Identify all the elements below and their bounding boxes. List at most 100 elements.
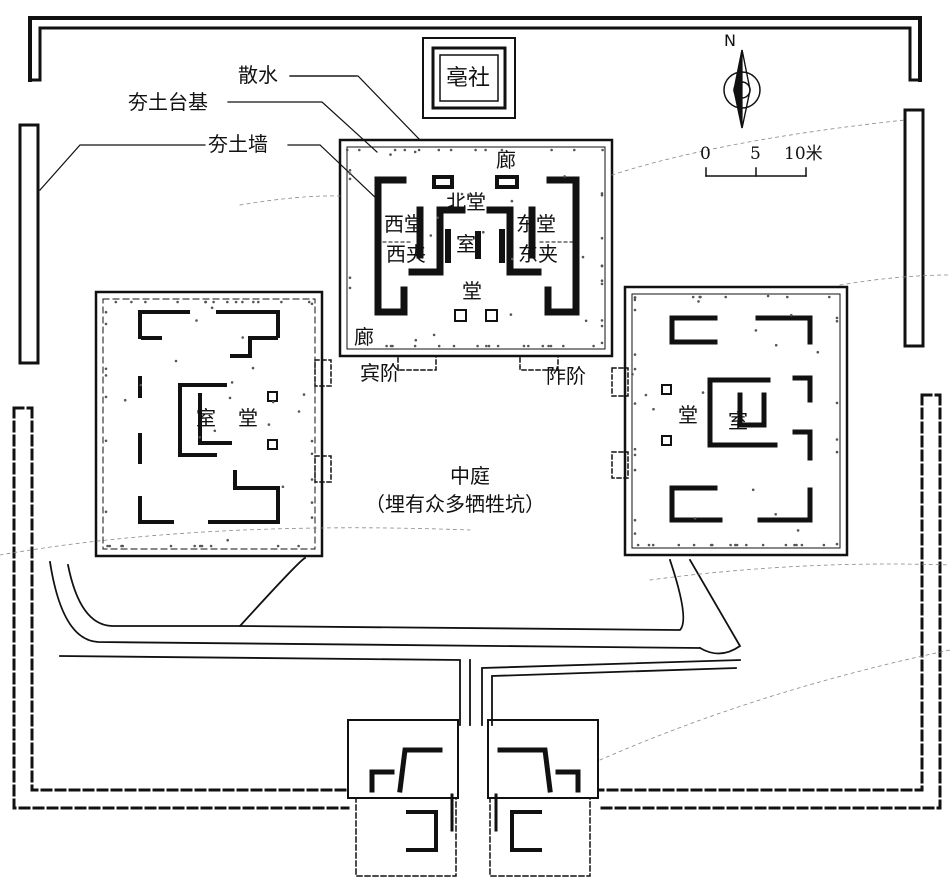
stipple-dot	[584, 319, 588, 323]
east-room-label: 室	[728, 409, 748, 433]
stipple-dot	[835, 319, 839, 323]
stipple-dot	[800, 543, 804, 547]
east-building	[611, 285, 849, 557]
stipple-dot	[600, 324, 604, 328]
north-hall-label: 北堂	[446, 190, 486, 214]
rammed-platform-label: 夯土台基	[128, 90, 208, 114]
stipple-dot	[600, 279, 604, 283]
stipple-dot	[281, 485, 285, 489]
rammed-wall-label: 夯土墙	[208, 132, 268, 156]
stipple-dot	[348, 169, 352, 172]
stipple-dot	[633, 402, 637, 405]
stipple-dot	[413, 344, 417, 348]
stipple-dot	[790, 313, 793, 317]
stipple-dot	[209, 544, 213, 548]
stipple-dot	[241, 336, 244, 339]
north-arrow-icon	[723, 49, 761, 129]
stipple-dot	[793, 543, 796, 547]
stipple-dot	[449, 148, 453, 152]
stipple-dot	[257, 300, 260, 304]
stipple-dot	[482, 230, 485, 234]
stipple-dot	[647, 543, 651, 547]
stipple-dot	[724, 295, 727, 299]
stipple-dot	[600, 193, 604, 197]
stipple-dot	[297, 544, 300, 548]
stipple-dot	[417, 148, 421, 152]
stipple-dot	[429, 234, 433, 237]
stipple-dot	[644, 393, 648, 397]
stipple-dot	[631, 372, 634, 376]
stipple-dot	[130, 300, 133, 304]
stipple-dot	[210, 306, 214, 310]
stipple-dot	[677, 543, 681, 547]
stipple-dot	[121, 544, 124, 548]
stipple-dot	[766, 294, 770, 298]
stipple-dot	[633, 367, 637, 371]
stipple-dot	[393, 148, 397, 152]
stipple-dot	[226, 538, 229, 542]
stipple-texture	[104, 148, 839, 548]
stipple-dot	[633, 453, 637, 457]
stipple-dot	[437, 344, 441, 348]
scale-tick-5: 5	[750, 144, 761, 164]
host-steps-label: 阼阶	[546, 364, 586, 388]
stipple-dot	[527, 344, 530, 348]
stipple-dot	[563, 175, 566, 178]
stipple-dot	[385, 344, 388, 348]
stipple-dot	[345, 148, 349, 152]
stipple-dot	[701, 391, 705, 394]
west-room-label: 室	[196, 406, 216, 430]
stipple-dot	[633, 296, 637, 300]
stipple-dot	[226, 300, 229, 304]
stipple-dot	[212, 300, 215, 304]
stipple-dot	[104, 310, 108, 314]
stipple-dot	[139, 383, 143, 387]
courtyard-label: 中庭	[450, 464, 490, 488]
stipple-dot	[816, 350, 820, 354]
stipple-dot	[633, 468, 637, 472]
stipple-dot	[307, 300, 311, 304]
shrine-label: 亳社	[446, 66, 491, 91]
stipple-dot	[693, 517, 697, 520]
stipple-dot	[230, 381, 234, 384]
stipple-dot	[651, 543, 655, 547]
stipple-dot	[204, 300, 207, 304]
stipple-dot	[774, 343, 778, 347]
main-hall-label: 堂	[462, 279, 482, 303]
stipple-dot	[835, 438, 839, 441]
west-building	[94, 290, 332, 558]
stipple-dot	[310, 478, 314, 481]
stipple-dot	[835, 450, 839, 454]
stipple-dot	[460, 192, 464, 196]
stipple-dot	[709, 543, 713, 547]
stipple-dot	[485, 344, 488, 348]
stipple-dot	[600, 236, 604, 240]
stipple-dot	[510, 257, 514, 261]
drainage-channels	[48, 556, 742, 726]
stipple-dot	[633, 518, 637, 522]
stipple-dot	[828, 295, 831, 299]
stipple-dot	[699, 295, 702, 299]
west-hall-label: 西堂	[384, 212, 424, 236]
stipple-dot	[751, 488, 755, 492]
stipple-dot	[280, 300, 283, 304]
stipple-dot	[581, 255, 585, 259]
stipple-dot	[633, 447, 637, 451]
outer-wall-west-upper	[18, 123, 40, 365]
stipple-dot	[310, 439, 314, 443]
stipple-dot	[835, 542, 839, 546]
stipple-dot	[432, 333, 436, 337]
stipple-dot	[251, 366, 255, 370]
stipple-dot	[500, 148, 504, 152]
stipple-dot	[692, 543, 696, 547]
stipple-dot	[389, 153, 392, 156]
stipple-dot	[745, 543, 748, 547]
stipple-dot	[198, 544, 202, 548]
stipple-dot	[198, 436, 201, 439]
west-hall-side-label: 堂	[238, 406, 258, 430]
stipple-dot	[633, 353, 637, 356]
stipple-dot	[437, 148, 441, 152]
stipple-dot	[784, 543, 788, 547]
stipple-dot	[452, 344, 456, 348]
